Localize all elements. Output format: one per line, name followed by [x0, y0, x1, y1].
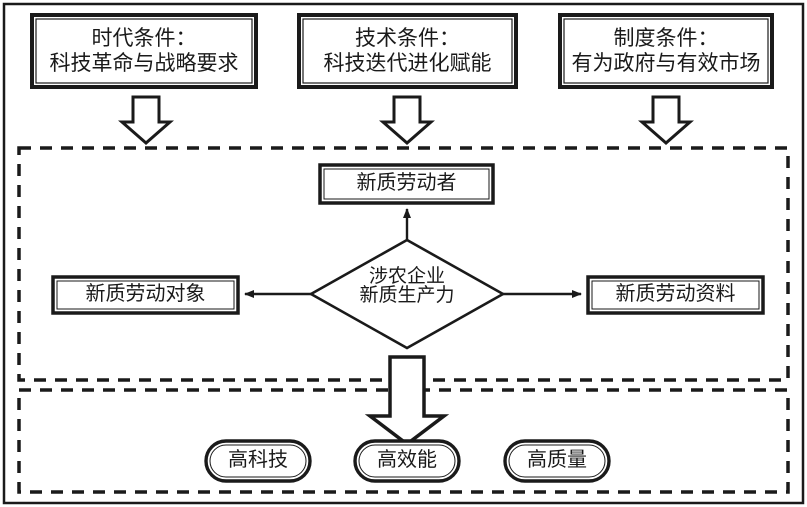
core-dashed-container: [17, 146, 790, 382]
block-arrow-technology: [379, 95, 435, 145]
core-diamond: [308, 238, 506, 350]
factor-box-laborer: [318, 163, 495, 205]
outcome-pill-high-quality: [503, 439, 611, 483]
outcome-pill-high-efficiency: [353, 439, 461, 483]
factor-box-object: [51, 275, 240, 315]
condition-box-era: [30, 13, 258, 89]
condition-box-technology: [297, 13, 518, 89]
outcome-pill-high-tech: [204, 439, 312, 483]
block-arrow-era: [118, 95, 174, 145]
factor-box-means: [586, 275, 765, 315]
block-arrow-core-to-outcomes: [364, 355, 450, 447]
block-arrow-institution: [638, 95, 694, 145]
condition-box-institution: [558, 13, 774, 89]
